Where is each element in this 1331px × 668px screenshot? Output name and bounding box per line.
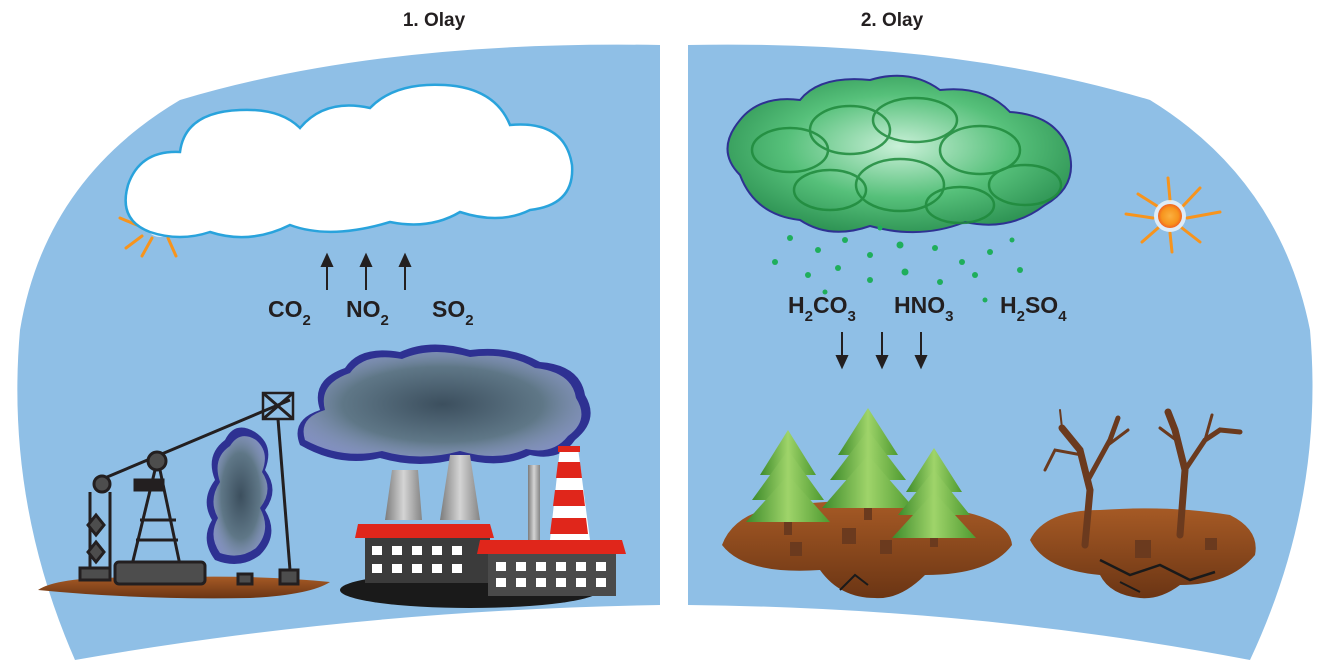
oil-pump bbox=[78, 391, 300, 586]
acid-raindrops bbox=[772, 225, 1023, 303]
panel-left: 1. Olay CO2 NO2 SO2 bbox=[17, 10, 660, 661]
pine-tree bbox=[746, 430, 830, 535]
down-arrows bbox=[835, 332, 928, 370]
formula-co2: CO2 bbox=[268, 296, 311, 329]
striped-chimney bbox=[550, 446, 590, 540]
panel-title-right: 2. Olay bbox=[861, 10, 924, 31]
factory bbox=[340, 446, 626, 608]
up-arrows bbox=[320, 252, 412, 290]
cloud-icon bbox=[124, 83, 574, 239]
formula-no2: NO2 bbox=[346, 296, 389, 329]
pine-tree bbox=[822, 408, 914, 520]
formula-h2co3: H2CO3 bbox=[788, 292, 856, 325]
smoke-plume bbox=[206, 427, 273, 564]
sun-icon bbox=[1124, 176, 1222, 254]
dead-forest bbox=[1030, 408, 1256, 599]
formula-h2so4: H2SO4 bbox=[1000, 292, 1067, 325]
panel-title-left: 1. Olay bbox=[403, 10, 466, 31]
smoke-cloud bbox=[297, 344, 591, 464]
dead-tree bbox=[1043, 409, 1130, 549]
formula-so2: SO2 bbox=[432, 296, 474, 329]
healthy-forest bbox=[722, 408, 1012, 599]
panel-right: 2. Olay bbox=[688, 10, 1313, 661]
formula-hno3: HNO3 bbox=[894, 292, 953, 325]
acid-cloud bbox=[726, 74, 1073, 234]
pine-tree bbox=[892, 448, 976, 547]
dead-tree bbox=[1158, 408, 1243, 539]
ground-left bbox=[38, 576, 330, 599]
